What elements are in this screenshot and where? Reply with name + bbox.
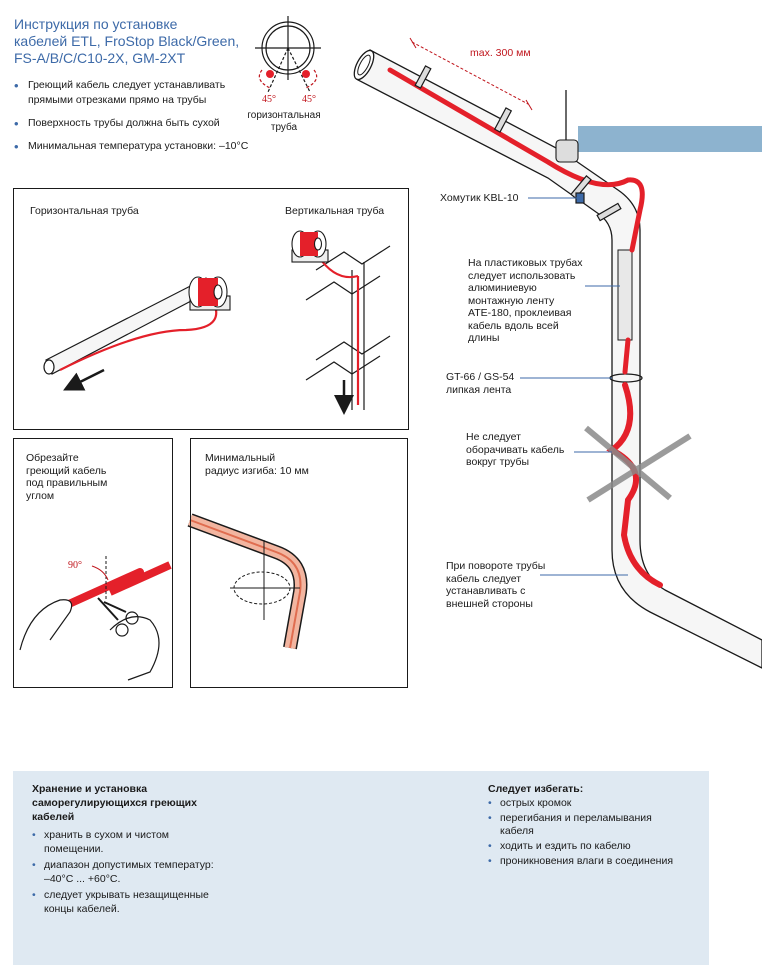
plastic-pipe-note: На пластиковых трубах следует использова… — [468, 257, 583, 344]
avoid-title: Следует избегать: — [488, 783, 584, 795]
list-item: диапазон допустимых температур:–40°C ...… — [32, 858, 252, 886]
leader-lines — [520, 197, 628, 576]
rule-item: Минимальная температура установки: –10°C — [14, 139, 250, 154]
max-distance-label: max. 300 мм — [470, 47, 531, 59]
cable-cut-drawing — [19, 556, 172, 681]
angle-left-label: 45° — [262, 94, 276, 105]
list-item: ходить и ездить по кабелю — [488, 840, 703, 853]
no-wrap-note: Не следует оборачивать кабель вокруг тру… — [466, 431, 565, 468]
bend-radius-drawing — [187, 513, 308, 650]
vertical-pipe-label: Вертикальная труба — [285, 205, 385, 217]
storage-title: Хранение и установка саморегулирующихся … — [32, 783, 197, 823]
title-line-3: FS-A/B/C/C10-2X, GM-2XT — [14, 50, 186, 66]
spool-horizontal — [188, 276, 231, 311]
tape-label: GT-66 / GS-54 липкая лента — [446, 371, 515, 396]
cut-angle-label: 90° — [68, 560, 82, 571]
distance-dimension — [409, 37, 533, 111]
heating-cable-main — [387, 67, 663, 588]
prohibited-cross — [584, 425, 692, 503]
horizontal-pipe-label: Горизонтальная труба — [30, 205, 139, 217]
page-title: Инструкция по установке кабелей ETL, Fro… — [14, 16, 239, 67]
main-pipe — [353, 49, 762, 669]
spool-vertical — [291, 230, 329, 263]
title-line-2: кабелей ETL, FroStop Black/Green, — [14, 33, 240, 49]
panel-bend-radius — [190, 438, 408, 688]
cut-instruction: Обрезайте греющий кабель под правильным … — [26, 452, 108, 502]
cable-ties — [414, 65, 622, 222]
angle-right-label: 45° — [302, 94, 316, 105]
clamp-label: Хомутик KBL-10 — [440, 192, 519, 204]
list-item: острых кромок — [488, 797, 703, 810]
avoid-list: острых кромок перегибания и перелам­ыван… — [488, 797, 703, 870]
rule-item: Поверхность трубы должна быть сухой — [14, 116, 250, 131]
rule-item: Греющий кабель следует устанавливать пря… — [14, 78, 250, 108]
cross-section-label: горизонтальная труба — [247, 110, 321, 133]
list-item: проникновения влаги в соединения — [488, 855, 703, 868]
bend-note: При повороте трубы кабель следует устана… — [446, 560, 546, 610]
panel-pipe-types — [13, 188, 409, 430]
bend-radius-label: Минимальный радиус изгиба: 10 мм — [205, 452, 309, 477]
title-line-1: Инструкция по установке — [14, 16, 178, 32]
install-rules: Греющий кабель следует устанавливать пря… — [14, 78, 250, 162]
wall-block — [578, 126, 762, 152]
pipe-cross-section — [255, 16, 321, 93]
vertical-pipe-drawing — [305, 245, 391, 415]
panel-cut-angle — [13, 438, 173, 688]
